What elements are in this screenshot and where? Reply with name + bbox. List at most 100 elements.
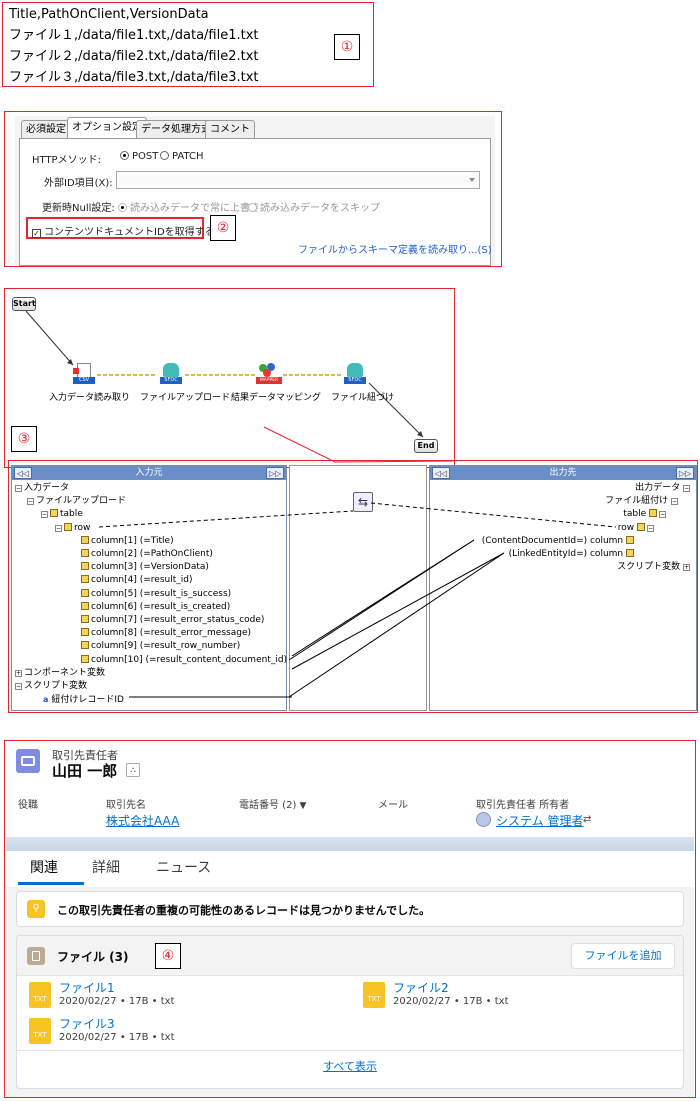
- tab-options[interactable]: オプション設定: [67, 117, 147, 139]
- add-file-button[interactable]: ファイルを追加: [571, 943, 675, 969]
- view-all-link[interactable]: すべて表示: [323, 1060, 377, 1073]
- file-link-icon[interactable]: SFDC: [344, 363, 368, 385]
- collapse-icon[interactable]: −: [15, 485, 22, 492]
- collapse-icon[interactable]: −: [683, 485, 690, 492]
- tree-node[interactable]: スクリプト変数 +: [617, 562, 690, 573]
- active-tab-indicator: [18, 882, 84, 885]
- collapse-icon[interactable]: −: [671, 498, 678, 506]
- tree-node[interactable]: column[6] (=result_is_created): [15, 601, 287, 614]
- expand-icon[interactable]: +: [683, 564, 690, 572]
- radio-icon: [160, 151, 169, 160]
- node-label: 結果データマッピング: [231, 393, 322, 403]
- node-label: ファイルアップロード: [140, 393, 231, 403]
- header-divider: [6, 837, 694, 851]
- tab-related[interactable]: 関連: [30, 860, 58, 876]
- null-overwrite-radio[interactable]: 読み込みデータで常に上書き: [118, 199, 260, 214]
- tree-node[interactable]: −ファイルアップロード: [27, 496, 127, 507]
- content-document-id-checkbox[interactable]: ✓コンテンツドキュメントIDを取得する: [32, 223, 215, 238]
- file-link[interactable]: ファイル3: [59, 1017, 115, 1031]
- checkmark-icon: ✓: [32, 229, 41, 238]
- tree-node[interactable]: −スクリプト変数: [15, 681, 88, 692]
- collapse-icon[interactable]: −: [41, 511, 48, 519]
- collapse-icon[interactable]: −: [15, 683, 22, 691]
- account-link[interactable]: 株式会社AAA: [106, 814, 180, 828]
- owner-link[interactable]: システム 管理者: [496, 814, 584, 828]
- record-header: 取引先責任者 山田 一郎 ⛬ 役職 取引先名 株式会社AAA 電話番号 (2) …: [6, 742, 694, 838]
- tab-data-processing[interactable]: データ処理方式: [136, 120, 216, 139]
- read-schema-link[interactable]: ファイルからスキーマ定義を読み取り...(S): [298, 245, 492, 256]
- table-icon: [50, 509, 58, 518]
- phone-field[interactable]: 電話番号 (2) ▼: [239, 796, 306, 811]
- tree-node[interactable]: column[5] (=result_is_success): [15, 588, 287, 601]
- start-node[interactable]: Start: [12, 297, 36, 311]
- change-owner-icon[interactable]: ⇄: [583, 814, 592, 825]
- target-header: ◁◁ 出力先 ▷▷: [430, 466, 696, 480]
- tree-node[interactable]: −入力データ: [15, 483, 70, 493]
- file-upload-icon[interactable]: SFDC: [160, 363, 184, 385]
- node-label: 入力データ読み取り: [49, 393, 131, 403]
- tree-node[interactable]: column[8] (=result_error_message): [15, 627, 287, 640]
- column-icon: [626, 535, 634, 544]
- txt-file-icon: TXT: [29, 982, 51, 1008]
- tree-node[interactable]: column[9] (=result_row_number): [15, 640, 287, 653]
- tree-node[interactable]: −table: [41, 509, 83, 520]
- http-post-radio[interactable]: POST: [120, 151, 158, 162]
- mapper-panel: ◁◁ 入力元 ▷▷ −入力データ −ファイルアップロード −table −row…: [8, 460, 698, 713]
- marker-4: ④: [155, 943, 181, 969]
- file-link[interactable]: ファイル2: [393, 981, 449, 995]
- tree-node[interactable]: column[1] (=Title): [15, 535, 287, 548]
- tab-details[interactable]: 詳細: [92, 860, 120, 876]
- file-link[interactable]: ファイル1: [59, 981, 115, 995]
- collapse-icon[interactable]: −: [55, 524, 62, 532]
- tree-node[interactable]: column[3] (=VersionData): [15, 561, 287, 574]
- tree-node[interactable]: column[7] (=result_error_status_code): [15, 614, 287, 627]
- tree-node[interactable]: row −: [617, 522, 654, 533]
- file-meta: 2020/02/27 • 17B • txt: [59, 996, 175, 1007]
- tree-node[interactable]: (LinkedEntityId=) column: [482, 548, 692, 561]
- marker-3: ③: [11, 426, 37, 452]
- table-icon: [649, 509, 657, 518]
- collapse-icon[interactable]: −: [647, 524, 654, 532]
- null-skip-radio[interactable]: 読み込みデータをスキップ: [248, 199, 380, 214]
- tree-node[interactable]: (ContentDocumentId=) column: [482, 535, 692, 548]
- csv-reader-icon[interactable]: CSV: [73, 363, 97, 385]
- duplicate-card: ⚲ この取引先責任者の重複の可能性のあるレコードは見つかりませんでした。: [16, 891, 684, 927]
- tree-node[interactable]: table −: [623, 509, 666, 520]
- tree-node[interactable]: column[10] (=result_content_document_id): [15, 654, 287, 667]
- tree-node[interactable]: ファイル紐付け −: [605, 496, 678, 507]
- nav-prev-button[interactable]: ◁◁: [432, 467, 450, 479]
- nav-prev-button[interactable]: ◁◁: [14, 467, 32, 479]
- hierarchy-icon[interactable]: ⛬: [126, 763, 140, 777]
- chevron-down-icon[interactable]: ▼: [299, 801, 307, 811]
- tab-comment[interactable]: コメント: [205, 120, 255, 139]
- target-title: 出力先: [549, 468, 577, 478]
- tree-node[interactable]: −row: [55, 522, 91, 533]
- tab-news[interactable]: ニュース: [156, 860, 212, 876]
- nav-next-button[interactable]: ▷▷: [676, 467, 694, 479]
- record-body: 関連 詳細 ニュース ⚲ この取引先責任者の重複の可能性のあるレコードは見つかり…: [6, 851, 694, 1097]
- null-setting-label: 更新時Null設定:: [42, 203, 115, 214]
- collapse-icon[interactable]: −: [27, 498, 34, 506]
- expand-icon[interactable]: +: [15, 669, 22, 677]
- nav-next-button[interactable]: ▷▷: [266, 467, 284, 479]
- column-icon: [81, 641, 89, 650]
- source-tree: −入力データ −ファイルアップロード −table −row column[1]…: [15, 482, 287, 707]
- tree-node[interactable]: +コンポーネント変数: [15, 667, 106, 678]
- external-id-select[interactable]: [116, 171, 480, 189]
- mapper-badge: MAPPER: [256, 377, 282, 384]
- field-label: 電話番号 (2): [239, 800, 297, 811]
- http-patch-radio[interactable]: PATCH: [160, 151, 203, 162]
- tree-node[interactable]: column[4] (=result_id): [15, 574, 287, 587]
- files-title: ファイル (3): [57, 950, 129, 964]
- checkbox-highlight: [26, 217, 204, 239]
- tree-node[interactable]: column[2] (=PathOnClient): [15, 548, 287, 561]
- mapper-icon[interactable]: MAPPER: [256, 363, 282, 385]
- collapse-icon[interactable]: −: [659, 511, 666, 519]
- mapping-function-icon[interactable]: ⇆: [353, 492, 373, 512]
- tree-node[interactable]: 出力データ −: [635, 483, 690, 493]
- end-node[interactable]: End: [414, 439, 438, 453]
- source-pane: ◁◁ 入力元 ▷▷ −入力データ −ファイルアップロード −table −row…: [11, 465, 287, 711]
- csv-line: ファイル３,/data/file3.txt,/data/file3.txt: [9, 70, 259, 85]
- tab-required[interactable]: 必須設定: [21, 120, 71, 139]
